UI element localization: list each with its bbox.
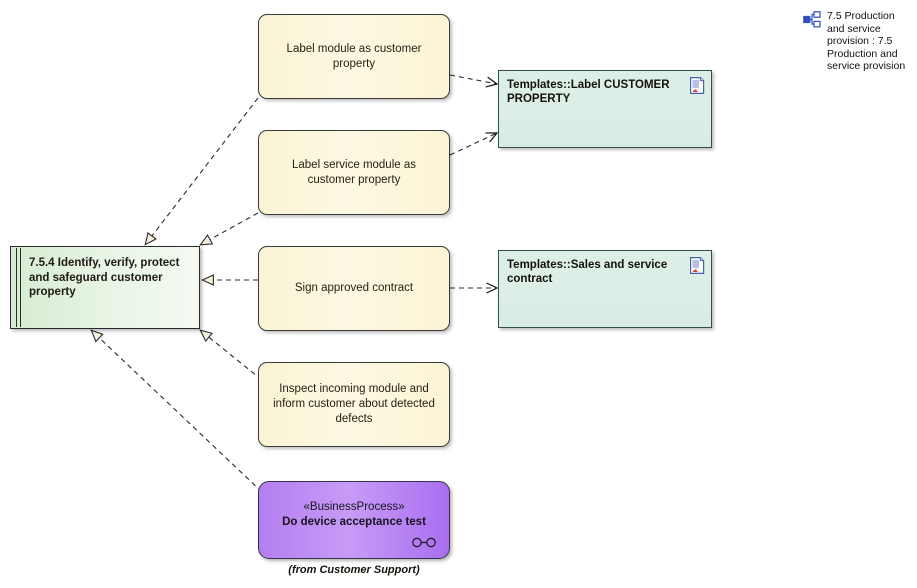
activity-label: Inspect incoming module and inform custo… (273, 383, 435, 425)
activity-label: Label service module as customer propert… (291, 158, 416, 186)
stereotype-label: «BusinessProcess» (303, 501, 405, 513)
document-icon (690, 257, 705, 274)
document-icon (690, 77, 705, 94)
activity-label: Label module as customer property (286, 42, 422, 70)
activity-node-sign-approved-contract[interactable]: Sign approved contract (258, 246, 450, 331)
template-label: Templates::Label CUSTOMER PROPERTY (507, 79, 670, 105)
connector-label-service-to-requirement (199, 212, 259, 246)
template-node-sales-and-service-contract[interactable]: Templates::Sales and service contract (498, 250, 712, 328)
legend-label: 7.5 Production and service provision : 7… (827, 10, 906, 73)
requirement-node-7-5-4[interactable]: 7.5.4 Identify, verify, protect and safe… (10, 246, 200, 329)
business-process-caption: (from Customer Support) (288, 564, 420, 576)
activity-node-label-module[interactable]: Label module as customer property (258, 14, 450, 99)
connector-label-module-to-requirement (144, 97, 259, 246)
activity-label: Sign approved contract (294, 282, 414, 294)
business-process-label: Do device acceptance test (282, 516, 426, 528)
requirement-label: 7.5.4 Identify, verify, protect and safe… (29, 257, 180, 298)
business-process-node-do-device-acceptance-test[interactable]: «BusinessProcess» Do device acceptance t… (258, 481, 450, 559)
connector-label-module-to-template-1 (449, 74, 499, 88)
legend[interactable]: 7.5 Production and service provision : 7… (803, 10, 911, 73)
connector-process-to-requirement (90, 329, 263, 493)
template-label: Templates::Sales and service contract (507, 259, 668, 285)
requirement-left-bars (16, 248, 21, 327)
template-node-label-customer-property[interactable]: Templates::Label CUSTOMER PROPERTY (498, 70, 712, 148)
activity-node-label-service-module[interactable]: Label service module as customer propert… (258, 130, 450, 215)
connector-inspect-to-requirement (199, 329, 263, 381)
process-link-icon (412, 537, 436, 548)
hierarchy-diagram-icon (803, 11, 821, 28)
connector-label-service-to-template-1 (449, 132, 499, 156)
activity-node-inspect-incoming-module[interactable]: Inspect incoming module and inform custo… (258, 362, 450, 447)
